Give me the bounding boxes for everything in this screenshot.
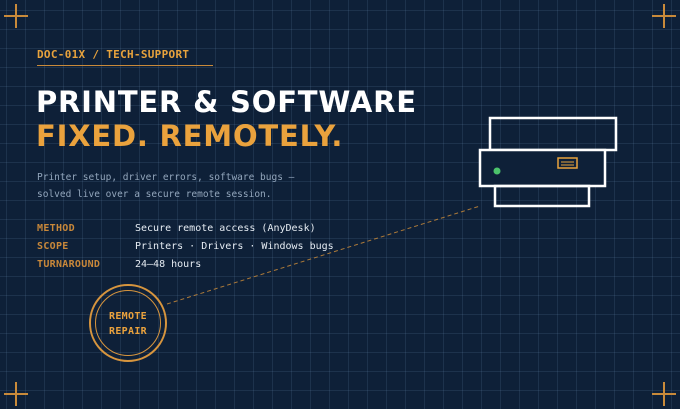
paper-slot-icon — [557, 157, 578, 169]
description-line-2: solved live over a secure remote session… — [37, 189, 272, 200]
spec-value: Printers · Drivers · Windows bugs — [135, 241, 334, 252]
corner-mark-top-left — [4, 4, 28, 28]
corner-mark-top-right — [652, 4, 676, 28]
corner-mark-bottom-left — [4, 382, 28, 406]
spec-key: SCOPE — [37, 241, 69, 252]
description-line-1: Printer setup, driver errors, software b… — [37, 172, 295, 183]
leader-line — [166, 205, 481, 305]
headline-line-1: PRINTER & SOFTWARE — [36, 85, 417, 119]
doc-id-label: DOC-01X / TECH-SUPPORT — [37, 48, 190, 61]
remote-repair-stamp: REMOTE REPAIR — [89, 284, 167, 362]
doc-id-underline — [37, 65, 213, 66]
spec-key: METHOD — [37, 223, 75, 234]
stamp-line-2: REPAIR — [109, 326, 147, 337]
headline-line-2: FIXED. REMOTELY. — [36, 119, 344, 153]
stamp-line-1: REMOTE — [109, 311, 147, 322]
description: Printer setup, driver errors, software b… — [37, 169, 294, 203]
spec-value: Secure remote access (AnyDesk) — [135, 223, 316, 234]
printer-icon — [478, 116, 618, 208]
status-led-icon — [493, 167, 501, 175]
spec-key: TURNAROUND — [37, 259, 101, 270]
spec-value: 24–48 hours — [135, 259, 202, 270]
corner-mark-bottom-right — [652, 382, 676, 406]
